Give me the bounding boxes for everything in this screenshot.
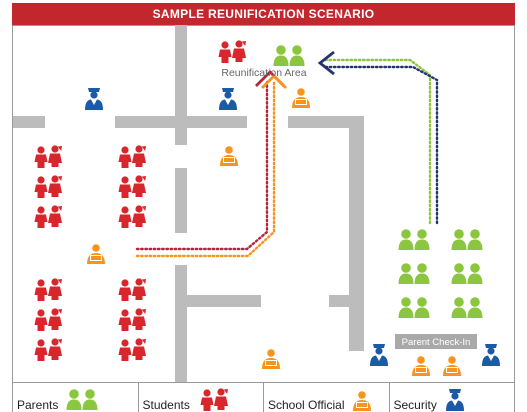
wall-segment bbox=[175, 168, 187, 233]
route-parents-to-reunification bbox=[322, 58, 432, 225]
diagram-title: SAMPLE REUNIFICATION SCENARIO bbox=[12, 3, 515, 25]
parent-group-icon bbox=[452, 297, 483, 318]
parent-group-icon bbox=[399, 297, 430, 318]
school-official-icon bbox=[443, 356, 461, 376]
student-group-icon bbox=[35, 308, 63, 331]
parents-icon bbox=[62, 386, 102, 412]
wall-segment bbox=[13, 116, 45, 128]
route-security-to-reunification bbox=[322, 65, 439, 225]
legend: Parents Students School Official Securit… bbox=[12, 382, 515, 412]
arrowheads bbox=[255, 50, 335, 89]
wall-segment bbox=[175, 25, 187, 145]
student-group-icon bbox=[35, 338, 63, 361]
reunification-parents bbox=[274, 45, 305, 66]
students-icon bbox=[194, 386, 234, 412]
parent-icon bbox=[274, 45, 305, 66]
arrowhead-up-orange bbox=[261, 74, 287, 89]
wall-segment bbox=[176, 295, 261, 307]
legend-item-students: Students bbox=[137, 383, 264, 412]
student-group-icon bbox=[35, 278, 63, 301]
student-group-icon bbox=[119, 145, 147, 168]
legend-label: School Official bbox=[268, 398, 345, 412]
wall-segment bbox=[175, 265, 187, 382]
school-official-icon bbox=[262, 349, 280, 369]
arrowhead-left-navy bbox=[317, 50, 335, 76]
parent-group-icon bbox=[399, 229, 430, 250]
school-official-icon bbox=[87, 244, 105, 264]
security-icon bbox=[370, 344, 388, 366]
floor-plan-frame bbox=[12, 25, 515, 383]
wall-segment bbox=[349, 116, 364, 351]
parent-check-in-label: Parent Check-In bbox=[402, 337, 471, 348]
legend-label: Parents bbox=[17, 398, 59, 412]
school-official-icon bbox=[412, 356, 430, 376]
student-group-icon bbox=[119, 278, 147, 301]
student-group-icon bbox=[119, 205, 147, 228]
legend-item-security: Security bbox=[388, 383, 515, 412]
security-icon bbox=[445, 389, 464, 411]
student-group-icon bbox=[119, 175, 147, 198]
student-icon bbox=[219, 40, 247, 63]
reunification-students bbox=[219, 40, 247, 63]
parent-group-icon bbox=[452, 229, 483, 250]
school-official-icon bbox=[220, 146, 238, 166]
student-group-icon bbox=[119, 308, 147, 331]
reunification-area-label: Reunification Area bbox=[221, 67, 306, 79]
parents-at-check-in bbox=[399, 229, 483, 318]
student-group-icon bbox=[35, 205, 63, 228]
legend-item-parents: Parents bbox=[13, 383, 138, 412]
legend-item-school-official: School Official bbox=[263, 383, 389, 412]
school-official-icon bbox=[292, 88, 310, 108]
legend-label: Security bbox=[393, 398, 437, 412]
route-students-to-reunification bbox=[135, 80, 269, 251]
students-in-classrooms bbox=[35, 145, 147, 361]
security-icon bbox=[85, 88, 103, 110]
routes bbox=[135, 58, 439, 258]
floor-plan: Reunification Area Parent Check-In bbox=[13, 25, 500, 382]
security-icon bbox=[482, 344, 500, 366]
security-icon bbox=[219, 88, 237, 110]
student-group-icon bbox=[35, 175, 63, 198]
walls bbox=[13, 25, 364, 382]
parent-group-icon bbox=[399, 263, 430, 284]
route-officials-to-reunification bbox=[135, 80, 276, 258]
school-official-icon bbox=[353, 391, 372, 411]
parent-group-icon bbox=[452, 263, 483, 284]
student-group-icon bbox=[119, 338, 147, 361]
student-group-icon bbox=[35, 145, 63, 168]
legend-label: Students bbox=[142, 398, 190, 412]
wall-segment bbox=[288, 116, 364, 128]
parent-check-in-box bbox=[395, 334, 477, 349]
